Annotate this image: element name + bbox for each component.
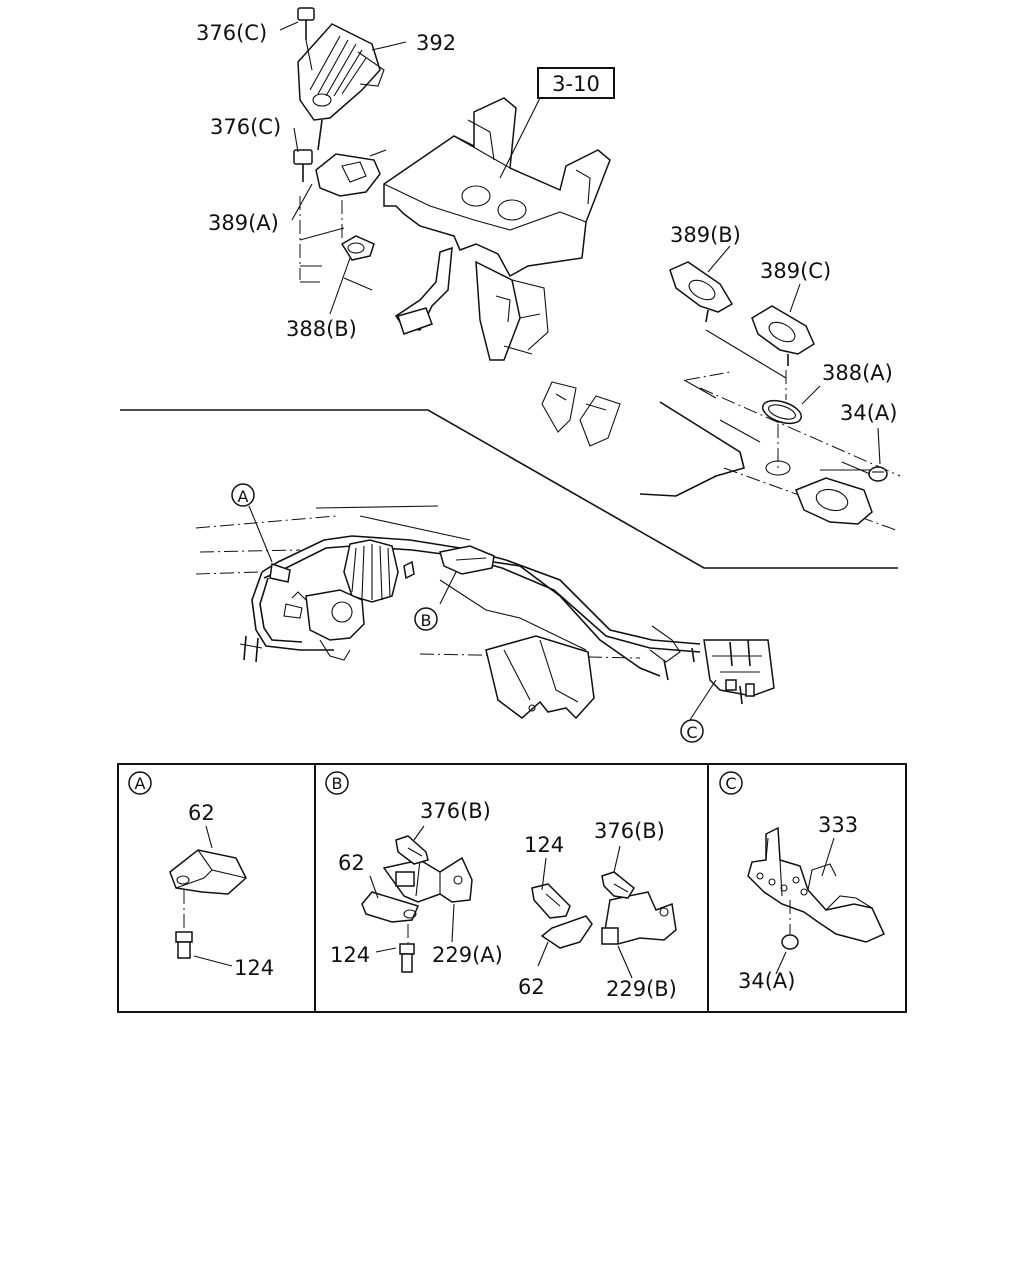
brake-booster [343,539,415,603]
marker-b-text: B [421,611,432,630]
marker-a-text: A [238,487,249,506]
callout-389c: 389(C) [760,259,831,283]
detail-b-label-62-right: 62 [518,975,545,999]
nut-34a-main [868,466,888,482]
detail-b-label-376b-right: 376(B) [594,819,665,843]
callout-leaders [279,21,881,475]
floor-edge-line [120,409,898,569]
detail-panels [117,763,907,1013]
pedal-bracket [315,149,387,197]
detail-c-label-333: 333 [818,813,858,837]
detail-b-marker: B [332,774,343,793]
gasket-389c [751,305,815,366]
callout-388b: 388(B) [286,317,357,341]
detail-b-label-229a: 229(A) [432,943,503,967]
detail-a-label-62: 62 [188,801,215,825]
pipe-assembly [195,505,701,677]
marker-b [414,607,438,631]
callout-392: 392 [416,31,456,55]
floor-panel [541,371,901,531]
detail-b-label-376b-left: 376(B) [420,799,491,823]
marker-c-text: C [686,723,697,742]
marker-a [231,483,273,563]
pedal-box [383,97,611,361]
callout-389a: 389(A) [208,211,279,235]
grommet-388a [761,399,803,425]
master-cylinder [239,589,365,663]
detail-a [128,771,247,967]
callout-34a-main: 34(A) [840,401,897,425]
clip-b-center [439,545,495,605]
detail-b [325,771,677,979]
detail-a-label-124: 124 [234,956,274,980]
frame-rail [439,579,595,720]
detail-b-label-124-right: 124 [524,833,564,857]
leader-c [685,679,717,727]
marker-c [680,719,704,743]
gasket-389b [669,261,734,323]
ref-box-3-10 [499,67,615,179]
callout-389b: 389(B) [670,223,741,247]
ref-box-label: 3-10 [552,72,600,96]
callout-388a: 388(A) [822,361,893,385]
accelerator-pedal [297,23,385,151]
detail-b-label-62-left: 62 [338,851,365,875]
bolt-376c-mid [293,149,313,182]
grommet-388b [340,235,375,261]
detail-a-marker: A [135,774,146,793]
detail-b-label-124-left: 124 [330,943,370,967]
detail-b-label-229b: 229(B) [606,977,677,1001]
bolt-376c-top [297,7,315,71]
detail-c [719,771,885,975]
callout-376c-mid: 376(C) [210,115,281,139]
bracket-c-main [663,639,775,705]
detail-c-marker: C [725,774,736,793]
detail-c-label-34a: 34(A) [738,969,795,993]
callout-376c-top: 376(C) [196,21,267,45]
